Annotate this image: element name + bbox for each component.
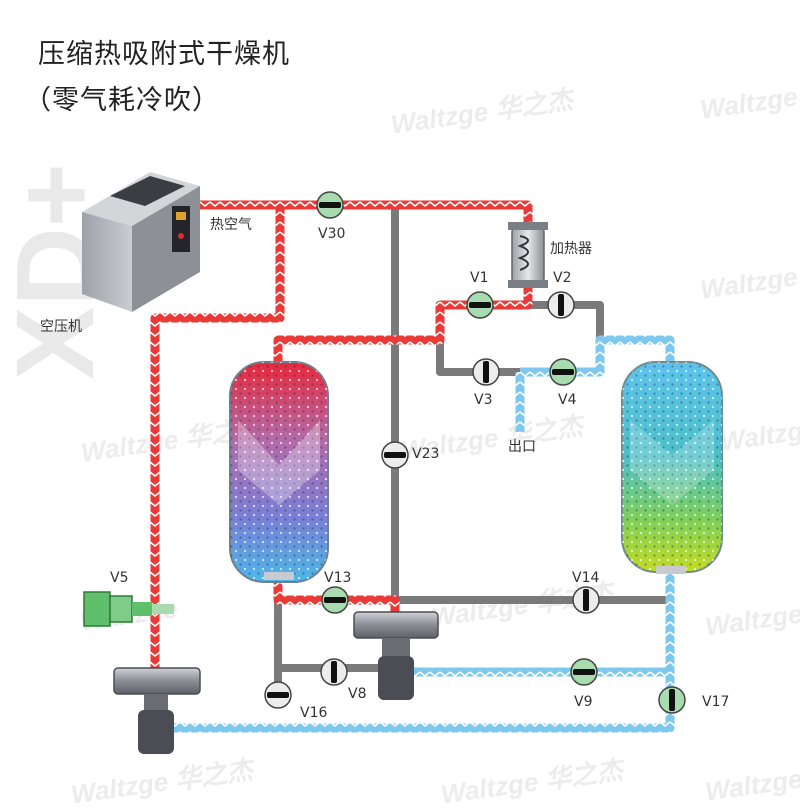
pipe-heater-to-tower-a <box>273 280 533 368</box>
adsorption-tower-a <box>229 361 329 583</box>
valve-label-v17: V17 <box>702 694 730 710</box>
valve-label-v5: V5 <box>110 570 129 586</box>
compressor-label: 空压机 <box>40 319 82 335</box>
air-compressor <box>82 172 200 312</box>
valve-v13 <box>321 586 349 614</box>
valve-v23 <box>381 441 409 469</box>
valve-label-v8: V8 <box>348 686 367 702</box>
switching-valve-middle <box>353 611 439 700</box>
valve-label-v16: V16 <box>300 705 328 721</box>
adsorption-tower-b <box>621 361 723 574</box>
heater-label: 加热器 <box>550 241 592 257</box>
valve-v8 <box>320 658 348 686</box>
valve-label-v4: V4 <box>558 392 577 408</box>
hot-air-label: 热空气 <box>210 217 252 233</box>
pipe-to-v5 <box>150 205 285 670</box>
diagram-subtitle: （零气耗冷吹） <box>24 85 220 116</box>
valve-label-v30: V30 <box>318 226 346 242</box>
valve-label-v13: V13 <box>324 570 352 586</box>
valve-v30 <box>316 191 344 219</box>
valve-v4 <box>549 358 577 386</box>
outlet-label: 出口 <box>508 439 536 455</box>
valve-label-v14: V14 <box>572 570 600 586</box>
pipe-bottom-return <box>155 572 675 733</box>
valve-v2 <box>547 291 575 319</box>
valve-label-v3: V3 <box>474 392 493 408</box>
heater <box>508 222 548 288</box>
v5-blower <box>83 591 174 627</box>
valve-v16 <box>264 681 292 709</box>
valve-label-v1: V1 <box>470 270 489 286</box>
valve-v3 <box>472 358 500 386</box>
diagram-title: 压缩热吸附式干燥机 <box>38 39 290 70</box>
valve-label-v9: V9 <box>574 694 593 710</box>
valve-label-v23: V23 <box>412 446 440 462</box>
valve-label-v2: V2 <box>553 270 572 286</box>
valve-v1 <box>466 291 494 319</box>
valve-v17 <box>658 686 686 714</box>
pipe-v1-v2-loop <box>440 301 604 372</box>
switching-valve-left <box>113 667 201 754</box>
valve-v14 <box>572 586 600 614</box>
valve-v9 <box>570 658 598 686</box>
